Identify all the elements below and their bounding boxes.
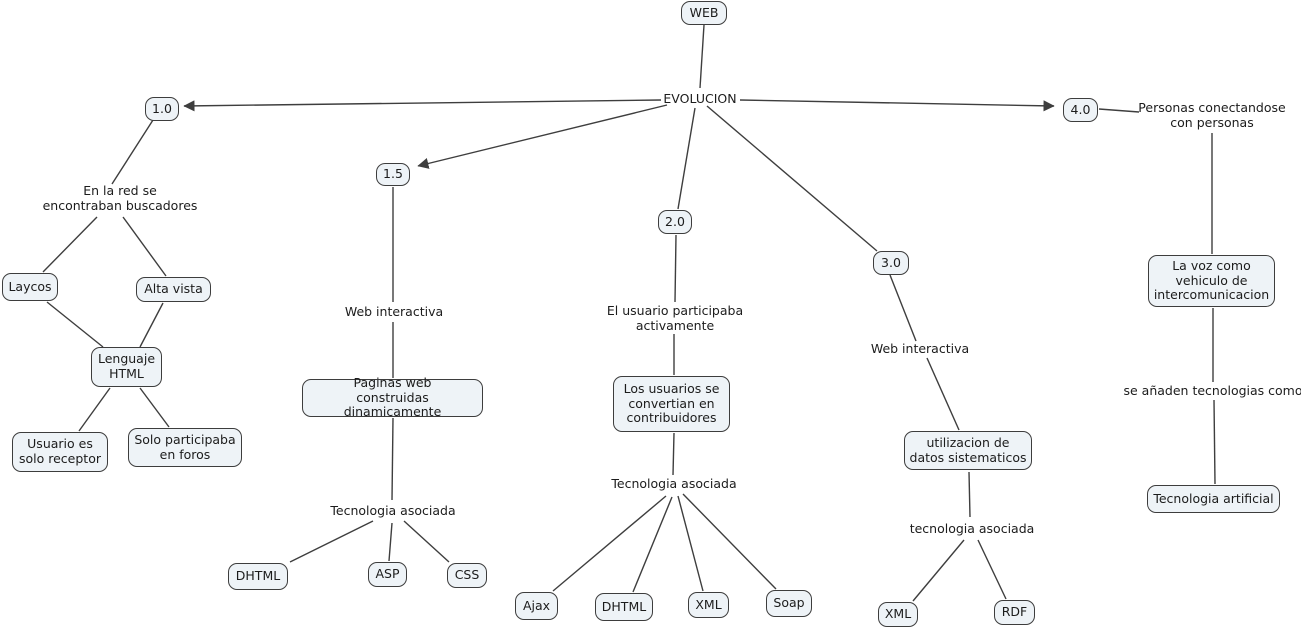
node-utilizacion-datos[interactable]: utilizacion de datos sistematicos [904,431,1032,470]
edge-tecasociada3-rdf [977,539,1007,600]
edge-evolucion-2-0 [677,107,696,210]
edge-web-evolucion [699,24,705,89]
edge-tecasociada-css [403,520,450,563]
edge-tecasociada-xml2 [677,495,704,592]
node-lenguaje-html[interactable]: Lenguaje HTML [91,347,162,387]
edge-evolucion-4-0 [739,99,1055,112]
edges [42,24,1216,602]
label-se-anaden[interactable]: se añaden tecnologias como [1123,383,1301,398]
label-tecnologia-asociada-15[interactable]: Tecnologia asociada [330,503,456,518]
edge-lenguaje-usuario [78,387,111,432]
edge-seanaden-tecartificial [1213,399,1216,485]
edge-laycos-lenguaje [46,301,104,348]
node-4-0[interactable]: 4.0 [1063,98,1098,122]
node-1-0[interactable]: 1.0 [145,97,179,121]
edge-evolucion-1-0 [183,99,662,112]
edge-2-0-elusuario [674,234,677,303]
node-rdf[interactable]: RDF [994,600,1035,625]
node-ajax[interactable]: Ajax [515,592,558,620]
node-soap[interactable]: Soap [766,590,812,617]
node-la-voz[interactable]: La voz como vehiculo de intercomunicacio… [1148,255,1275,307]
edge-enlared-altavista [122,216,167,277]
edge-3-0-webinteractiva2 [889,274,917,342]
node-solo-foros[interactable]: Solo participaba en foros [128,428,242,467]
node-css[interactable]: CSS [447,563,487,588]
node-xml-20[interactable]: XML [688,592,729,618]
edge-tecasociada-soap [682,493,777,590]
node-asp[interactable]: ASP [368,562,407,587]
node-dhtml-20[interactable]: DHTML [595,593,653,621]
edge-4-0-personas [1098,108,1140,113]
node-tecnologia-artificial[interactable]: Tecnologia artificial [1147,485,1280,513]
edge-losusuarios-tecasociada [672,432,675,476]
edge-1-0-enlared [111,119,154,185]
node-alta-vista[interactable]: Alta vista [136,277,211,302]
label-en-la-red[interactable]: En la red se encontraban buscadores [42,183,198,213]
edge-evolucion-1-5 [417,104,668,169]
node-laycos[interactable]: Laycos [2,273,58,301]
node-xml-30[interactable]: XML [878,602,918,627]
edge-tecasociada3-xml3 [912,539,965,602]
node-2-0[interactable]: 2.0 [658,210,692,234]
label-web-interactiva-30[interactable]: Web interactiva [870,341,970,356]
node-web[interactable]: WEB [681,1,727,25]
label-personas-conectandose[interactable]: Personas conectandose con personas [1138,100,1286,130]
edge-lenguaje-soloforos [139,387,170,428]
label-tecnologia-asociada-30[interactable]: tecnologia asociada [909,521,1035,536]
node-paginas-web[interactable]: Paginas web construidas dinamicamente [302,375,483,419]
edge-paginas-tecasociada [391,417,394,501]
edge-tecasociada-dhtml2 [632,496,673,593]
edge-enlared-laycos [42,216,98,273]
node-los-usuarios[interactable]: Los usuarios se convertian en contribuid… [613,376,730,432]
edge-tecasociada-ajax [552,495,667,592]
node-1-5[interactable]: 1.5 [376,163,410,186]
edge-evolucion-3-0 [706,105,878,252]
edge-altavista-lenguaje [139,302,164,348]
node-3-0[interactable]: 3.0 [873,251,909,275]
node-usuario-receptor[interactable]: Usuario es solo receptor [12,432,108,472]
label-evolucion[interactable]: EVOLUCION [663,91,737,106]
edge-webinteractiva2-utilizacion [926,357,960,431]
node-dhtml-15[interactable]: DHTML [228,563,288,590]
edge-tecasociada-dhtml [289,520,374,563]
edge-tecasociada-asp [388,522,393,562]
label-el-usuario[interactable]: El usuario participaba activamente [606,303,744,333]
edge-utilizacion-tecasociada3 [968,471,971,518]
label-tecnologia-asociada-20[interactable]: Tecnologia asociada [611,476,737,491]
label-web-interactiva-15[interactable]: Web interactiva [344,304,444,319]
